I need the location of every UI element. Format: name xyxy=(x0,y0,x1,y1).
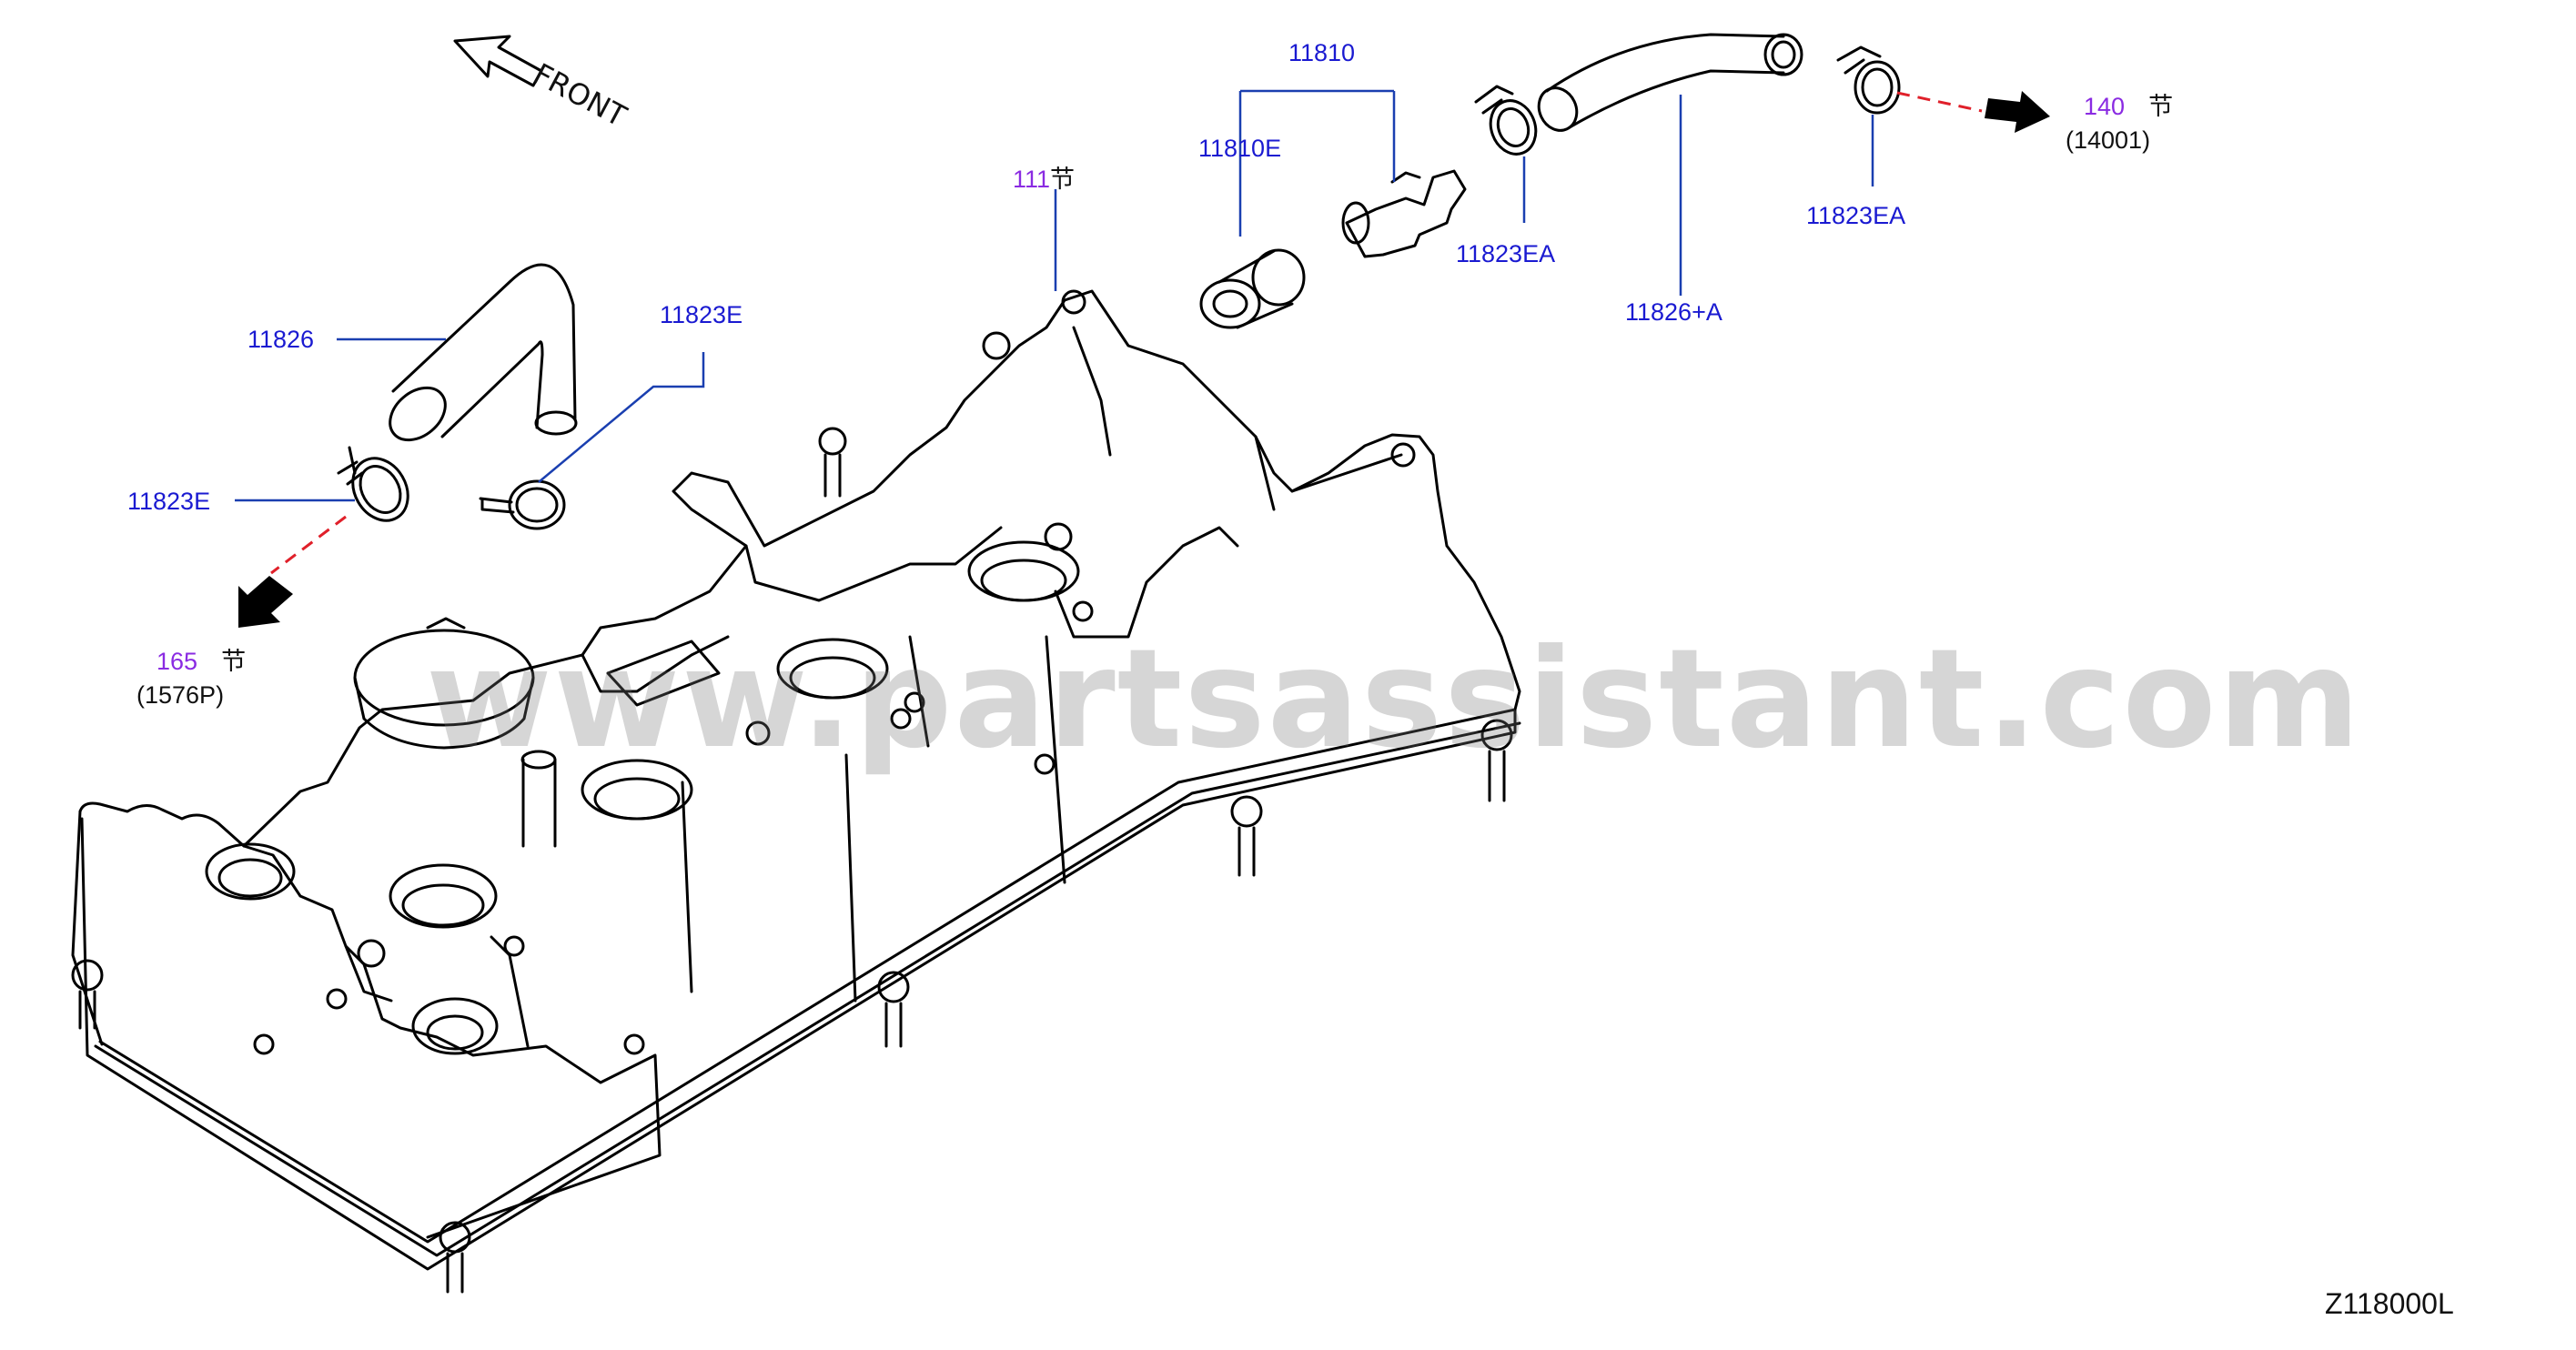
pcv-valve-11810 xyxy=(1341,169,1467,258)
section-label-111[interactable]: 111节 xyxy=(1013,167,1075,192)
section-glyph: 节 xyxy=(221,648,247,675)
section-label-165[interactable]: 165 节 xyxy=(157,650,246,674)
dashed-leader-140 xyxy=(1896,91,1983,113)
section-ref-165: (1576P) xyxy=(136,681,225,709)
part-label-11823ea-right[interactable]: 11823EA xyxy=(1806,202,1906,229)
diagram-code: Z118000L xyxy=(2325,1287,2454,1320)
part-label-11810[interactable]: 11810 xyxy=(1288,39,1356,66)
section-number: 111 xyxy=(1013,166,1051,193)
clamp-11823e-lower xyxy=(337,446,409,522)
section-label-140[interactable]: 140 节 xyxy=(2084,95,2173,119)
direction-arrow-icon xyxy=(1985,91,2050,133)
clamp-11823e-upper xyxy=(479,479,566,530)
section-ref-140: (14001) xyxy=(2066,126,2151,154)
leader-11823e-upper xyxy=(538,352,705,483)
hose-11826 xyxy=(389,263,578,442)
clamp-11823ea-middle xyxy=(1474,85,1538,156)
section-glyph: 节 xyxy=(1050,166,1076,193)
part-label-11823e-lower[interactable]: 11823E xyxy=(127,488,211,515)
section-number: 140 xyxy=(2084,93,2126,120)
direction-arrow-icon xyxy=(238,576,293,628)
front-arrow-icon xyxy=(453,35,543,87)
watermark: www.partsassistant.com xyxy=(426,620,2362,779)
part-label-11810e[interactable]: 11810E xyxy=(1198,135,1282,162)
part-label-11823ea-middle[interactable]: 11823EA xyxy=(1456,240,1556,267)
hose-11826a xyxy=(1537,33,1803,132)
grommet-11810e xyxy=(1199,248,1306,329)
section-glyph: 节 xyxy=(2148,93,2174,120)
part-label-11826a[interactable]: 11826+A xyxy=(1625,298,1722,326)
valve-cover xyxy=(71,289,1521,1294)
dashed-leader-165 xyxy=(270,515,347,575)
clamp-11823ea-right xyxy=(1836,45,1901,115)
part-label-11823e-upper[interactable]: 11823E xyxy=(660,301,743,328)
part-label-11826[interactable]: 11826 xyxy=(247,326,315,353)
section-number: 165 xyxy=(157,648,198,675)
